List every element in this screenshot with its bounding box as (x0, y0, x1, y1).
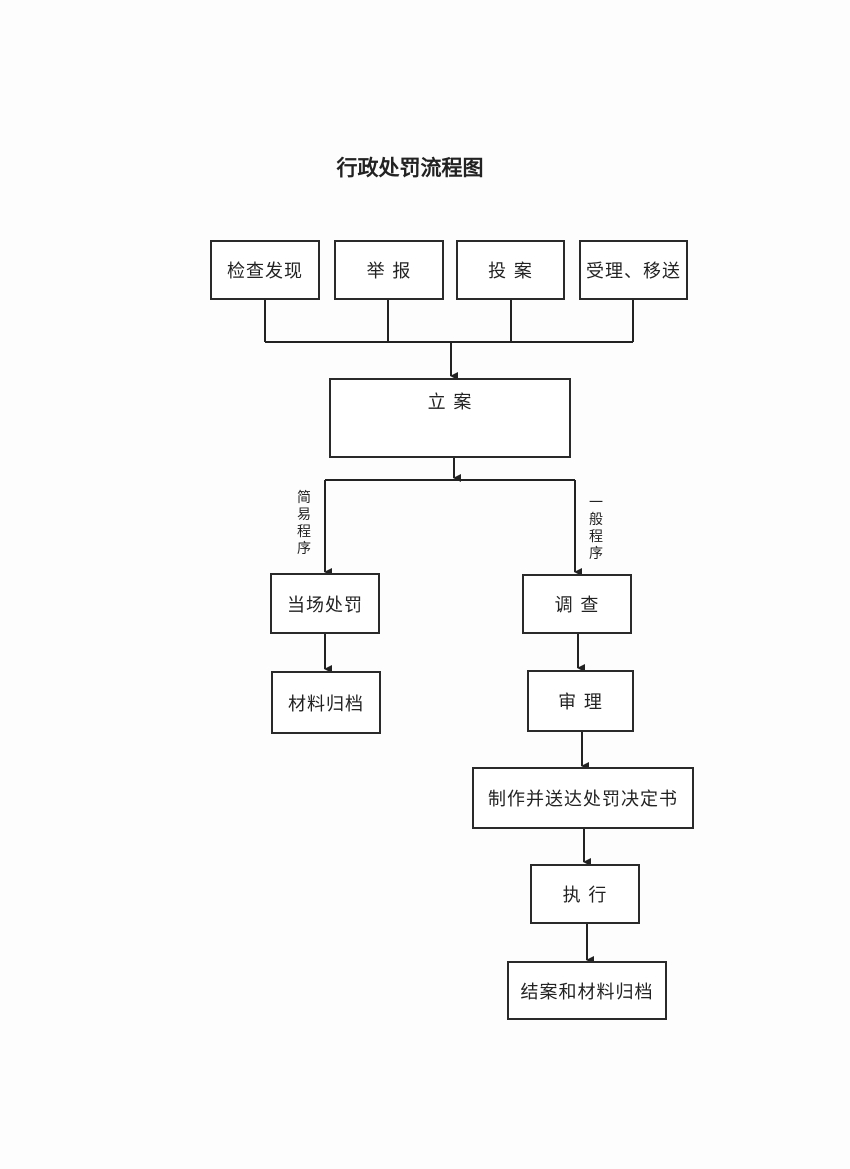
filing-box: 立 案 (329, 378, 571, 458)
source-report: 举 报 (334, 240, 444, 300)
investigation-box: 调 查 (522, 574, 632, 634)
page-title: 行政处罚流程图 (336, 156, 484, 180)
archive-box: 材料归档 (271, 671, 381, 734)
source-inspection: 检查发现 (210, 240, 320, 300)
decision-box: 制作并送达处罚决定书 (472, 767, 694, 829)
review-box: 审 理 (527, 670, 634, 732)
execution-box: 执 行 (530, 864, 640, 924)
branch-simple-label: 简易程序 (297, 490, 311, 557)
close-archive-box: 结案和材料归档 (507, 961, 667, 1020)
branch-general-label: 一般程序 (589, 495, 603, 562)
source-surrender: 投 案 (456, 240, 565, 300)
onsite-penalty-box: 当场处罚 (270, 573, 380, 634)
source-transfer: 受理、移送 (579, 240, 688, 300)
